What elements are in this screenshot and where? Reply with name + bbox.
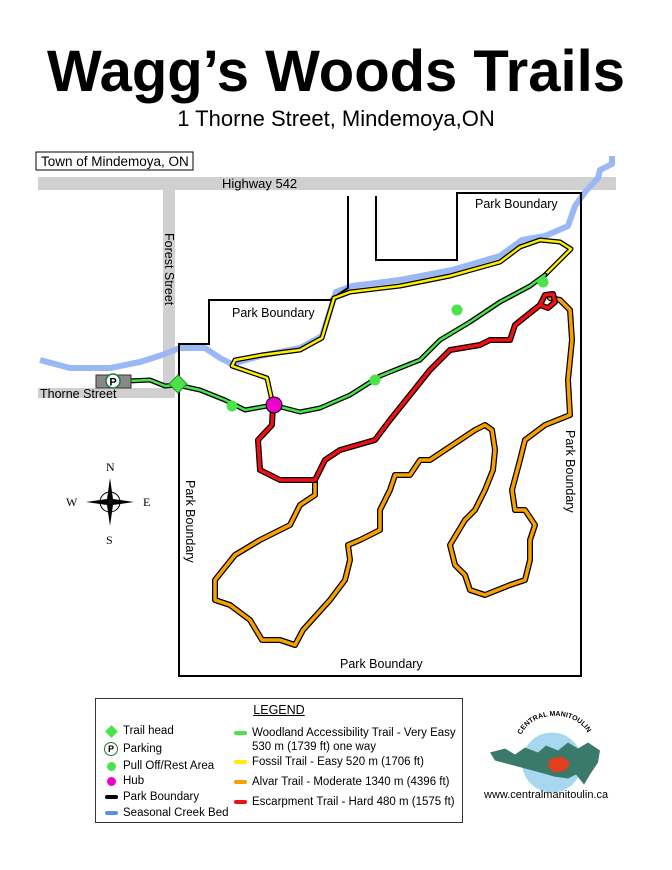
town-label: Town of Mindemoya, ON	[41, 154, 189, 169]
legend-parking: P Parking	[104, 742, 162, 756]
legend-label: Woodland Accessibility Trail - Very Easy	[252, 727, 456, 739]
legend-escarpment-trail: Escarpment Trail - Hard 480 m (1575 ft)	[233, 796, 455, 808]
fossil-line-icon	[233, 760, 247, 764]
highway-label: Highway 542	[222, 176, 297, 191]
rest-area-dot[interactable]	[451, 304, 463, 316]
trail-head-icon	[104, 724, 118, 738]
compass-n: N	[106, 460, 115, 474]
logo-text: CENTRAL MANITOULIN	[517, 711, 592, 736]
page-title: Wagg’s Woods Trails	[47, 39, 625, 104]
creek-line-icon	[104, 811, 118, 815]
parking-symbol: P	[109, 377, 116, 389]
legend-alvar-trail: Alvar Trail - Moderate 1340 m (4396 ft)	[233, 776, 450, 788]
escarpment-line-icon	[233, 800, 247, 804]
alvar-line-icon	[233, 780, 247, 784]
legend-fossil-trail: Fossil Trail - Easy 520 m (1706 ft)	[233, 756, 424, 768]
town-label-box	[35, 151, 194, 171]
rest-area-icon	[106, 761, 116, 771]
fossil-trail	[230, 238, 573, 407]
central-manitoulin-logo: CENTRAL MANITOULIN	[490, 711, 600, 793]
woodland-line-icon	[233, 731, 247, 735]
legend-title: LEGEND	[253, 703, 305, 717]
rest-area-dot[interactable]	[226, 400, 238, 412]
forest-street-road	[163, 190, 175, 398]
legend-hub: Hub	[104, 775, 144, 787]
rest-area-dot[interactable]	[369, 374, 381, 386]
svg-text:CENTRAL MANITOULIN: CENTRAL MANITOULIN	[517, 711, 592, 736]
legend-trail-head: Trail head	[104, 724, 174, 738]
address: 1 Thorne Street, Mindemoya,ON	[177, 106, 495, 131]
highway-road	[38, 177, 616, 190]
legend-label: Park Boundary	[123, 791, 200, 803]
legend-park-boundary: Park Boundary	[104, 791, 199, 803]
boundary-line-icon	[104, 795, 118, 799]
hub-icon[interactable]	[265, 396, 283, 414]
rest-area-dot[interactable]	[537, 276, 549, 288]
parking-icon[interactable]	[105, 373, 121, 389]
legend: LEGEND Trail head P Parking Pull Off/Rest…	[95, 698, 463, 823]
legend-label: Trail head	[123, 725, 174, 737]
legend-woodland-length: 530 m (1739 ft) one way	[252, 741, 376, 753]
legend-rest-area: Pull Off/Rest Area	[104, 760, 214, 772]
legend-label: Alvar Trail - Moderate 1340 m (4396 ft)	[252, 776, 450, 788]
legend-label: Seasonal Creek Bed	[123, 807, 229, 819]
legend-creek: Seasonal Creek Bed	[104, 807, 228, 819]
legend-label: Fossil Trail - Easy 520 m (1706 ft)	[252, 756, 424, 768]
legend-label: Hub	[123, 775, 145, 787]
compass-s: S	[106, 533, 113, 547]
escarpment-trail	[256, 292, 557, 482]
boundary-label-left: Park Boundary	[183, 480, 197, 563]
compass-w: W	[66, 495, 78, 509]
boundary-label-middle: Park Boundary	[232, 306, 315, 320]
compass-e: E	[143, 495, 150, 509]
park-boundary	[178, 192, 582, 677]
legend-label: Escarpment Trail - Hard 480 m (1575 ft)	[252, 796, 455, 808]
thorne-street-road	[38, 388, 175, 398]
boundary-label-top: Park Boundary	[475, 197, 558, 211]
trail-head-icon[interactable]	[168, 374, 188, 394]
forest-street-label: Forest Street	[162, 233, 176, 306]
legend-label: Pull Off/Rest Area	[123, 760, 215, 772]
creek-bed	[39, 156, 615, 371]
hub-icon	[106, 776, 116, 786]
boundary-label-right: Park Boundary	[563, 430, 577, 513]
legend-label: 530 m (1739 ft) one way	[252, 741, 377, 753]
alvar-trail	[213, 296, 574, 647]
boundary-label-bottom: Park Boundary	[340, 657, 423, 671]
compass-rose-icon: N S W E	[66, 460, 150, 547]
rest-areas	[226, 276, 549, 412]
thorne-street-label: Thorne Street	[40, 387, 117, 401]
legend-woodland-trail: Woodland Accessibility Trail - Very Easy	[233, 727, 456, 739]
parking-icon: P	[104, 742, 118, 756]
website-link[interactable]: www.centralmanitoulin.ca	[484, 789, 609, 801]
legend-label: Parking	[123, 743, 162, 755]
